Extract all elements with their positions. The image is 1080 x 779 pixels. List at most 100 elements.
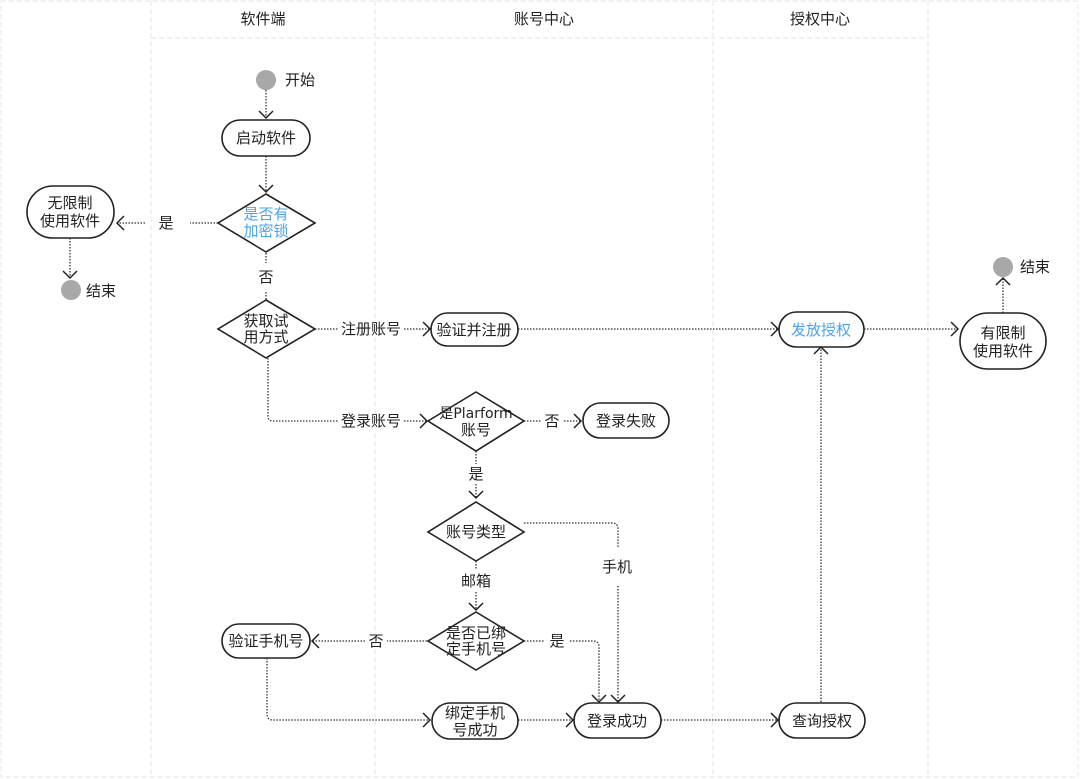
node-label: 发放授权 [791, 321, 851, 339]
lane-title-software: 软件端 [240, 10, 285, 28]
node-label: 账号类型 [446, 523, 506, 541]
decision-shape [426, 611, 526, 671]
edge-label-bound-no: 否 [368, 632, 383, 650]
node-login-success[interactable]: 登录成功 [573, 702, 662, 739]
edge-label-dongle-no: 否 [258, 268, 273, 286]
end-label: 结束 [1020, 258, 1050, 276]
node-label: 查询授权 [792, 712, 852, 730]
node-label-line-2: 账号 [461, 421, 491, 439]
node-label: 验证并注册 [436, 321, 511, 339]
decision-shape [426, 391, 526, 452]
node-label-line-2: 使用软件 [973, 342, 1033, 360]
node-unlimited-use[interactable]: 无限制 使用软件 [26, 185, 115, 239]
arrowhead [62, 270, 78, 280]
process-shape [778, 311, 865, 348]
node-trial-method-decision[interactable]: 获取试 用方式 [216, 299, 317, 359]
edge-label-dongle-yes: 是 [158, 214, 173, 232]
edge-label-platform-yes: 是 [468, 465, 483, 483]
node-label-line-2: 用方式 [243, 328, 288, 346]
start-label: 开始 [285, 71, 315, 89]
node-label: 登录失败 [596, 412, 656, 430]
edge-trial-login [267, 358, 338, 422]
end-terminal-icon [993, 257, 1013, 277]
node-label-line-1: 有限制 [980, 324, 1025, 342]
edge-label-login-account: 登录账号 [341, 412, 401, 430]
node-label: 登录成功 [587, 712, 647, 730]
arrowhead [770, 712, 780, 728]
arrowhead [468, 490, 484, 500]
node-label: 验证手机号 [228, 632, 303, 650]
process-shape [221, 119, 311, 157]
node-limited-use[interactable]: 有限制 使用软件 [959, 312, 1047, 370]
end-label: 结束 [86, 282, 116, 300]
decision-shape [216, 299, 317, 359]
node-end-left[interactable]: 结束 [61, 280, 116, 300]
process-shape [959, 312, 1047, 370]
node-label-line-1: 是否有 [243, 205, 288, 223]
node-label-line-1: 无限制 [47, 194, 92, 212]
node-label-line-1: 是否已绑 [446, 624, 506, 642]
edge-label-bound-yes: 是 [549, 632, 564, 650]
edge-type-phone [524, 522, 619, 548]
arrowhead [258, 184, 274, 194]
node-label-line-2: 使用软件 [40, 212, 100, 230]
arrowhead [310, 633, 320, 649]
decision-shape [426, 501, 526, 562]
node-end-right[interactable]: 结束 [993, 257, 1050, 277]
process-shape [221, 623, 311, 659]
arrowhead [468, 602, 484, 612]
arrowhead [573, 413, 583, 429]
node-launch-software[interactable]: 启动软件 [221, 119, 311, 157]
node-label-line-1: 是Plarform [439, 406, 512, 422]
arrowhead [610, 694, 626, 704]
node-start[interactable]: 开始 [256, 70, 315, 90]
node-label-line-1: 绑定手机 [445, 704, 505, 722]
node-phone-bound-decision[interactable]: 是否已绑 定手机号 [426, 611, 526, 671]
node-account-type-decision[interactable]: 账号类型 [426, 501, 526, 562]
arrowhead [422, 712, 432, 728]
edges: 是 否 注册账号 登录账号 否 是 手机 [62, 90, 1011, 728]
edge-label-register-account: 注册账号 [341, 320, 401, 338]
arrowhead [565, 712, 575, 728]
process-shape [778, 702, 866, 739]
arrowhead [950, 321, 960, 337]
arrowhead [115, 215, 125, 231]
node-verify-register[interactable]: 验证并注册 [430, 312, 519, 347]
node-label-line-2: 加密锁 [243, 222, 288, 240]
node-bind-phone-success[interactable]: 绑定手机 号成功 [431, 702, 519, 740]
start-terminal-icon [256, 70, 276, 90]
end-terminal-icon [61, 280, 81, 300]
node-issue-license[interactable]: 发放授权 [778, 311, 865, 348]
process-shape [573, 702, 662, 739]
arrowhead [995, 276, 1011, 286]
node-has-dongle-decision[interactable]: 是否有 加密锁 [216, 193, 317, 253]
process-shape [430, 312, 519, 347]
edge-label-type-email: 邮箱 [461, 572, 491, 590]
node-is-platform-decision[interactable]: 是Plarform 账号 [426, 391, 526, 452]
edge-label-platform-no: 否 [544, 412, 559, 430]
node-verify-phone[interactable]: 验证手机号 [221, 623, 311, 659]
node-label-line-2: 定手机号 [446, 640, 506, 658]
process-shape [26, 185, 115, 239]
edge-bound-yes-2 [570, 640, 600, 702]
process-shape [431, 702, 519, 740]
arrowhead [591, 694, 607, 704]
node-login-failed[interactable]: 登录失败 [582, 402, 670, 439]
edge-verify-bind [266, 658, 430, 721]
arrowhead [422, 321, 432, 337]
arrowhead [258, 110, 274, 120]
lane-title-license-center: 授权中心 [790, 10, 850, 28]
nodes: 开始 启动软件 是否有 加密锁 无限制 使用软件 结束 获取试 用方式 [26, 70, 1050, 740]
process-shape [582, 402, 670, 439]
decision-shape [216, 193, 317, 253]
node-label-line-2: 号成功 [452, 721, 497, 739]
node-label: 启动软件 [236, 129, 296, 147]
node-label-line-1: 获取试 [243, 312, 288, 330]
lane-title-account-center: 账号中心 [514, 10, 574, 28]
arrowhead [770, 321, 780, 337]
node-query-license[interactable]: 查询授权 [778, 702, 866, 739]
edge-label-type-phone: 手机 [602, 558, 632, 576]
